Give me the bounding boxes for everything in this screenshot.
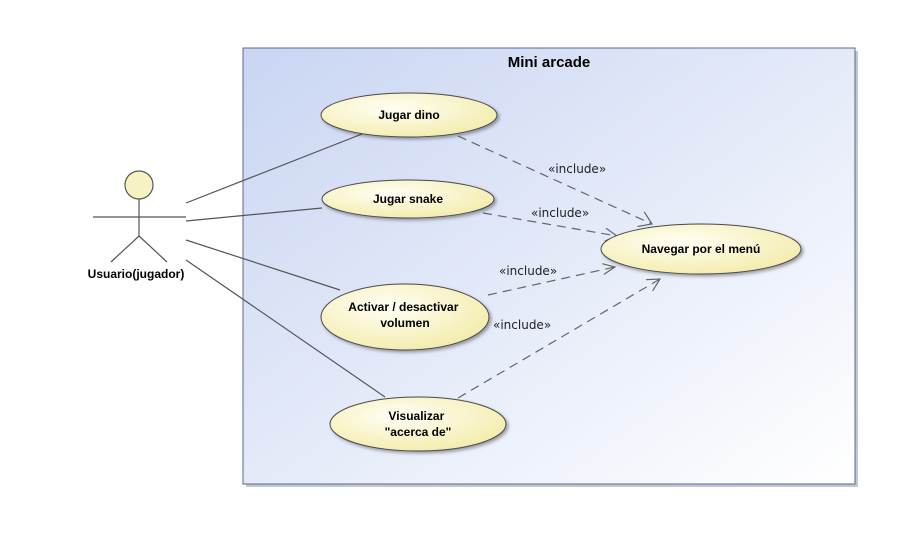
- svg-text:Navegar por el menú: Navegar por el menú: [642, 242, 761, 256]
- svg-text:Jugar snake: Jugar snake: [373, 192, 443, 206]
- use-case-label-line-2: "acerca de": [385, 425, 452, 439]
- use-case-label-line-2: volumen: [380, 316, 429, 330]
- actor-right-leg: [138, 235, 168, 263]
- actor-usuario[interactable]: Usuario(jugador): [88, 170, 186, 281]
- use-case-label: Navegar por el menú: [642, 242, 761, 256]
- use-case-shape: [320, 283, 490, 351]
- use-case-label: Jugar snake: [373, 192, 443, 206]
- association-jugar-dino: [185, 133, 363, 204]
- use-case-navegar-menu[interactable]: Navegar por el menú: [600, 223, 802, 275]
- svg-text:Visualizar "acerca de": Visualizar "acerca de": [385, 409, 452, 439]
- include-label-acerca-de: «include»: [493, 318, 551, 332]
- association-jugar-snake: [185, 207, 323, 222]
- arrowhead-icon: [645, 278, 662, 292]
- svg-text:Jugar dino: Jugar dino: [378, 108, 439, 122]
- use-case-label-line-1: Visualizar: [388, 409, 444, 423]
- include-label-activar-volumen: «include»: [499, 264, 557, 278]
- include-line-jugar-dino: [457, 135, 653, 225]
- association-activar-volumen: [185, 239, 341, 291]
- use-case-activar-volumen[interactable]: Activar / desactivar volumen: [320, 283, 490, 351]
- use-case-shape: [321, 179, 495, 219]
- association-acerca-de: [185, 259, 386, 398]
- svg-text:Activar / desactivar vol: Activar / desactivar volumen: [348, 300, 461, 330]
- use-case-shape: [320, 92, 498, 138]
- include-line-activar-volumen: [487, 266, 616, 296]
- arrowhead-icon: [602, 263, 617, 275]
- include-relations: «include» «include» «include» «include»: [457, 135, 662, 399]
- include-line-jugar-snake: [482, 212, 618, 237]
- system-title: Mini arcade: [508, 54, 591, 71]
- use-case-acerca-de[interactable]: Visualizar "acerca de": [329, 396, 507, 452]
- use-case-label: Jugar dino: [378, 108, 439, 122]
- use-case-shape: [600, 223, 802, 275]
- use-case-shape: [329, 396, 507, 452]
- use-case-jugar-snake[interactable]: Jugar snake: [321, 179, 495, 219]
- include-label-jugar-dino: «include»: [548, 162, 606, 176]
- associations: [185, 133, 386, 398]
- actor-left-leg: [110, 235, 140, 263]
- use-case-label-line-1: Activar / desactivar: [348, 300, 458, 314]
- include-label-jugar-snake: «include»: [531, 206, 589, 220]
- include-line-acerca-de: [457, 278, 661, 399]
- use-case-jugar-dino[interactable]: Jugar dino: [320, 92, 498, 138]
- actor-head: [124, 170, 154, 200]
- actor-label: Usuario(jugador): [88, 267, 185, 281]
- arrowhead-icon: [637, 211, 653, 228]
